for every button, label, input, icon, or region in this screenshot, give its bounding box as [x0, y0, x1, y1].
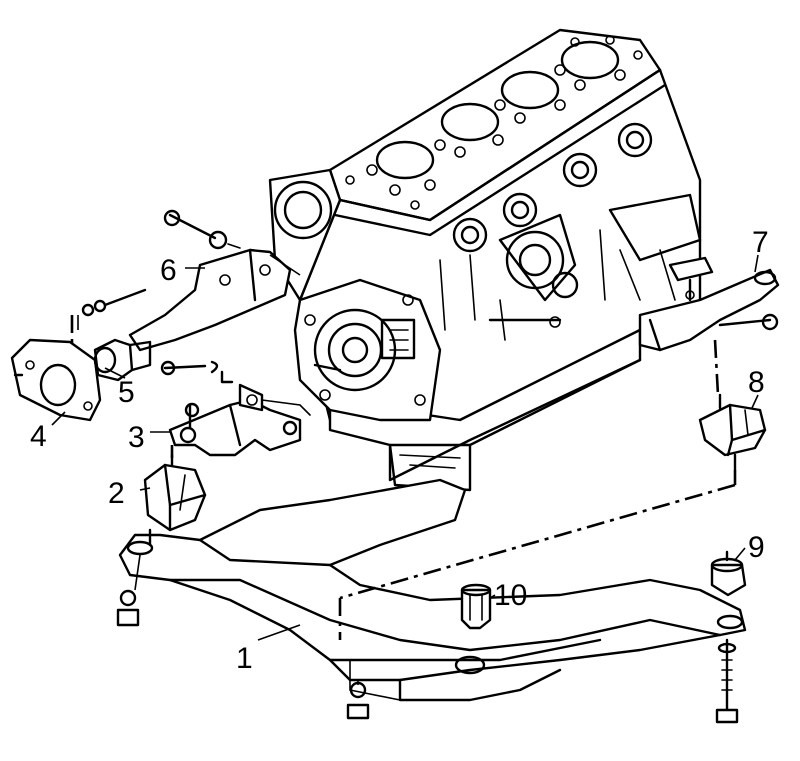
left-rubber-mount	[143, 453, 207, 547]
leader-lines	[51, 254, 759, 641]
callout-labels: 1 2 3 4 5 6 7 8 9 10	[30, 226, 769, 675]
torque-strut	[77, 209, 301, 382]
callout-3: 3	[128, 421, 145, 454]
callout-1: 1	[236, 642, 253, 675]
left-mount-plate	[10, 338, 102, 422]
callout-6: 6	[160, 254, 177, 287]
callout-4: 4	[30, 420, 47, 453]
lower-fasteners	[116, 554, 370, 720]
front-crossmember	[118, 478, 747, 702]
bellhousing	[293, 278, 442, 422]
right-mount-bushing	[710, 550, 747, 724]
callout-7: 7	[752, 226, 769, 259]
callout-9: 9	[748, 531, 765, 564]
callout-5: 5	[118, 376, 135, 409]
right-engine-bracket	[638, 256, 780, 352]
assembly-lines	[70, 315, 737, 640]
right-rubber-mount	[698, 393, 767, 472]
callout-8: 8	[748, 366, 765, 399]
bracket-bolts	[160, 360, 234, 384]
callout-2: 2	[108, 477, 125, 510]
left-engine-bracket	[168, 383, 311, 457]
callout-10: 10	[494, 579, 527, 612]
center-bump-stop	[460, 583, 492, 630]
engine-block	[268, 28, 702, 492]
